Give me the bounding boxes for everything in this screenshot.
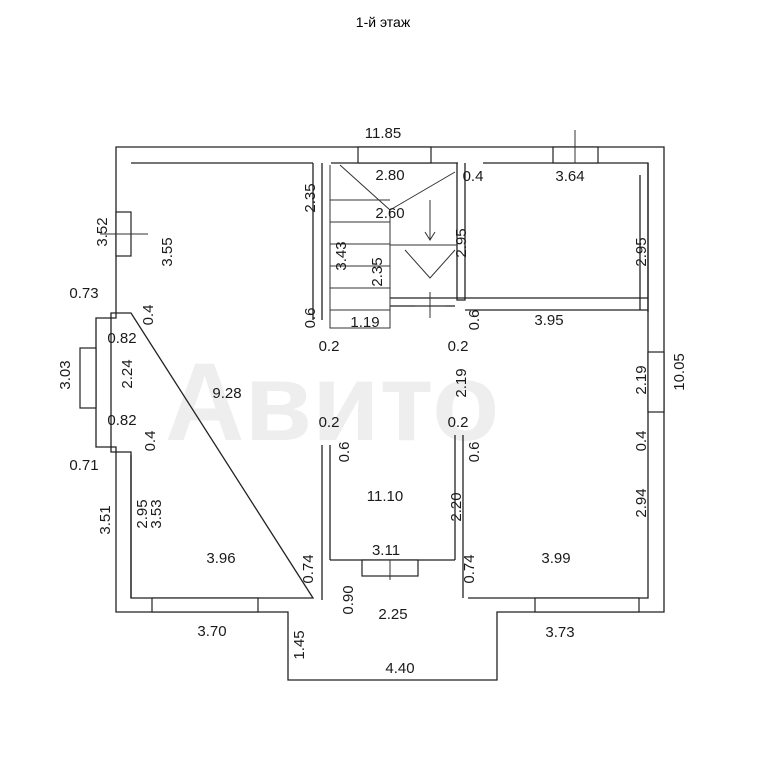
window-east <box>647 351 665 413</box>
watermark: Авито <box>165 341 499 464</box>
window-top-center <box>357 146 432 164</box>
dim-east-window: 2.19 <box>633 365 650 394</box>
dim-entry-door: 3.11 <box>372 542 400 559</box>
dim-room-se-h: 2.94 <box>633 488 650 517</box>
dim-hall-right-h: 2.19 <box>453 368 470 397</box>
dim-bay-offset-top: 0.73 <box>69 285 98 302</box>
dim-bay-height: 3.03 <box>57 360 74 389</box>
dimensions-vertical: 2.35 3.52 3.55 3.43 2.35 2.95 2.95 0.4 0… <box>57 183 688 659</box>
dim-stair-len2: 2.35 <box>369 257 386 286</box>
dim-bay-offset-bottom: 0.71 <box>69 457 98 474</box>
dim-door-left-mid: 0.2 <box>319 414 340 431</box>
dim-south-right: 3.73 <box>545 624 574 641</box>
dim-porch-inner: 2.25 <box>378 606 407 623</box>
dim-porch-depth: 1.45 <box>291 630 308 659</box>
area-room-sw: 3.96 <box>206 550 235 567</box>
dim-bay-depth-top: 0.82 <box>107 330 136 347</box>
dim-room-ne-h: 2.95 <box>633 237 650 266</box>
dim-door-right-top: 0.2 <box>448 338 469 355</box>
dim-stair-len: 3.43 <box>333 241 350 270</box>
dim-se-bottom-seg: 0.74 <box>461 554 478 583</box>
dim-pier-right: 0.6 <box>466 310 483 331</box>
window-bay <box>79 347 97 409</box>
staircase <box>329 164 457 329</box>
dim-sw-wall-seg: 0.4 <box>142 431 159 452</box>
dim-room-e-width: 3.95 <box>534 312 563 329</box>
dim-pier-right-mid: 0.6 <box>466 442 483 463</box>
dim-hall-lower-h: 2.20 <box>448 492 465 521</box>
dim-pier-left-mid: 0.6 <box>336 442 353 463</box>
dim-nw-wall-seg: 0.4 <box>140 305 157 326</box>
dim-door-right-mid: 0.2 <box>448 414 469 431</box>
dim-room-sw-h2: 3.53 <box>148 499 165 528</box>
dim-stair-gap: 0.4 <box>463 168 484 185</box>
dim-pier-left: 0.6 <box>302 308 319 329</box>
dim-east-wall-seg: 0.4 <box>633 431 650 452</box>
windows <box>79 130 665 613</box>
dim-east-total: 10.05 <box>671 353 688 391</box>
dim-top-width: 11.85 <box>365 125 401 142</box>
dim-sw-bottom-seg: 0.74 <box>300 554 317 583</box>
plan-title: 1-й этаж <box>356 14 411 30</box>
dim-left-window-h: 3.52 <box>94 217 111 246</box>
window-south-right <box>534 597 640 613</box>
dim-stair-side: 2.95 <box>453 228 470 257</box>
dim-stair-width: 2.80 <box>375 167 404 184</box>
dim-bay-inner: 2.24 <box>119 359 136 388</box>
dim-room-nw-h: 3.55 <box>159 237 176 266</box>
area-room-se: 3.99 <box>541 550 570 567</box>
dim-room-sw-outer-h: 3.51 <box>97 505 114 534</box>
dim-stair-wall-h: 2.35 <box>302 183 319 212</box>
dim-door-left-top: 0.2 <box>319 338 340 355</box>
dim-porch-width: 4.40 <box>385 660 414 677</box>
dim-south-left: 3.70 <box>197 623 226 640</box>
dim-room-ne-width: 3.64 <box>555 168 584 185</box>
dim-entry-side: 0.90 <box>340 585 357 614</box>
window-south-left <box>151 597 259 613</box>
area-hall: 11.10 <box>367 488 403 505</box>
dim-stair-landing: 2.60 <box>375 205 404 222</box>
area-living: 9.28 <box>212 385 241 402</box>
dimensions: 11.85 2.80 0.4 3.64 2.60 0.73 0.82 1.19 … <box>69 125 584 677</box>
dim-stair-bottom: 1.19 <box>350 314 379 331</box>
room-areas: 9.28 11.10 3.96 3.99 <box>206 385 570 567</box>
dim-bay-depth-bottom: 0.82 <box>107 412 136 429</box>
dim-room-sw-h1: 2.95 <box>134 499 151 528</box>
